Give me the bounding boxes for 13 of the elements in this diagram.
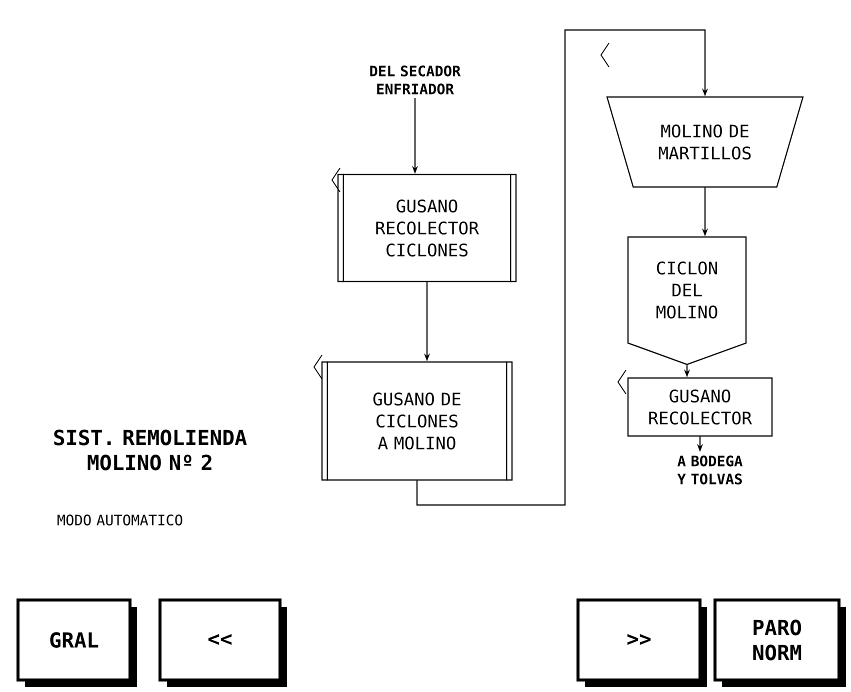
process-box: GUSANO DE CICLONES A MOLINO — [321, 360, 513, 482]
flow-text: DEL SECADOR ENFRIADOR — [370, 66, 461, 94]
mill-trapezoid: MOLINO DE MARTILLOS — [606, 96, 804, 188]
process-box: GUSANO RECOLECTOR CICLONES — [337, 173, 517, 283]
flow-text: A BODEGA Y TOLVAS — [677, 456, 742, 484]
arrow — [416, 29, 708, 506]
mode-label: MODO AUTOMATICO — [58, 514, 182, 526]
panel-title: SIST. REMOLIENDA MOLINO Nº 2 — [54, 430, 247, 470]
nav-button: >> — [576, 598, 707, 687]
process-box: GUSANO RECOLECTOR — [627, 377, 773, 437]
nav-button: << — [158, 598, 287, 687]
nav-button: PARO NORM — [714, 598, 846, 687]
nav-button: GRAL — [16, 598, 137, 687]
